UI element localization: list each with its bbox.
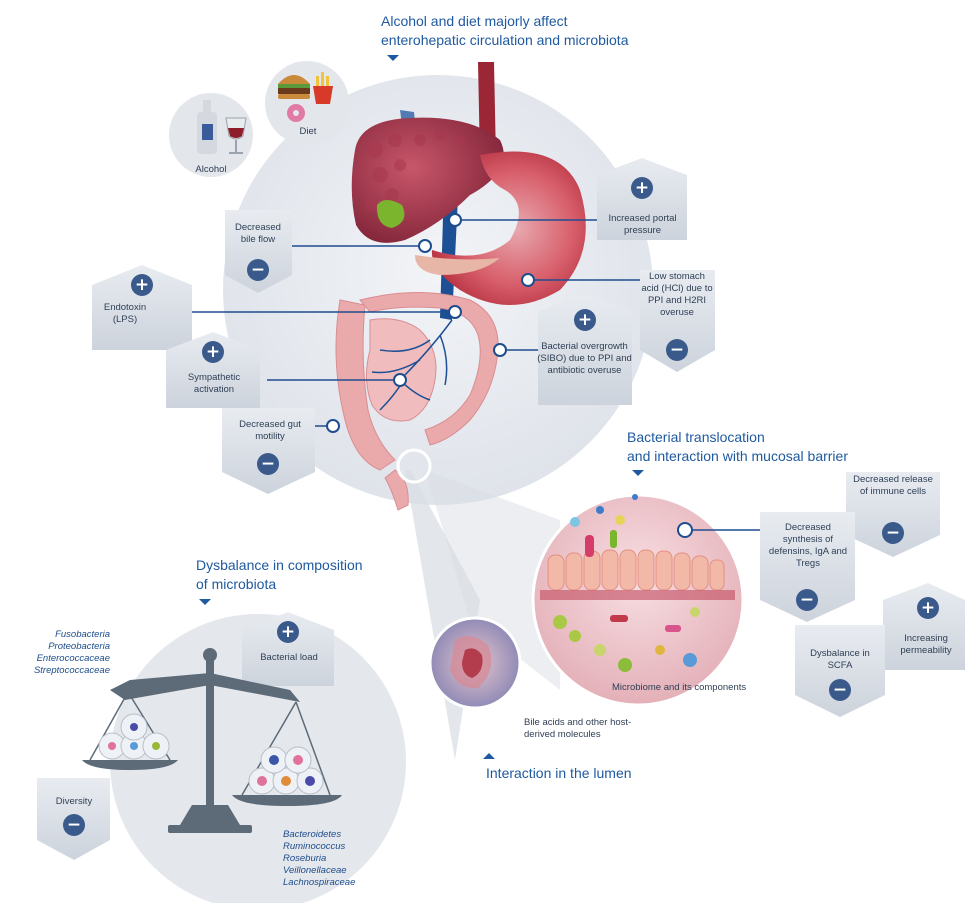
label-bacterial-load: Bacterial load bbox=[244, 652, 334, 664]
plus-sign-glyph: + bbox=[632, 178, 652, 198]
minus-sign-glyph: − bbox=[883, 523, 903, 543]
minus-sign-glyph: − bbox=[797, 590, 817, 610]
title-lumen: Interaction in the lumen bbox=[486, 764, 632, 782]
title-dysbalance-line1: Dysbalance in composition bbox=[196, 556, 363, 574]
minus-sign-glyph: − bbox=[667, 340, 687, 360]
donut-icon bbox=[287, 104, 305, 122]
label-decreased-synthesis: Decreased synthesis of defensins, IgA an… bbox=[768, 522, 848, 570]
label-endotoxin: Endotoxin (LPS) bbox=[100, 302, 150, 326]
label-low-stomach-acid: Low stomach acid (HCl) due to PPI and H2… bbox=[640, 271, 714, 319]
label-bile-acids: Bile acids and other host-derived molecu… bbox=[524, 717, 654, 741]
bacteria-name: Streptococcaceae bbox=[34, 665, 110, 677]
minus-sign-glyph: − bbox=[64, 815, 84, 835]
down-arrow-icon bbox=[632, 470, 644, 476]
bacteria-name: Veillonellaceae bbox=[283, 865, 355, 877]
bacteria-name: Enterococcaceae bbox=[34, 653, 110, 665]
title-alcohol-diet-line1: Alcohol and diet majorly affect bbox=[381, 12, 568, 30]
label-increasing-permeability: Increasing permeability bbox=[887, 633, 965, 657]
decreased-bacteria-list: Bacteroidetes Ruminococcus Roseburia Vei… bbox=[283, 829, 355, 889]
down-arrow-icon bbox=[199, 599, 211, 605]
bacteria-name: Fusobacteria bbox=[34, 629, 110, 641]
label-decreased-bile-flow: Decreased bile flow bbox=[228, 222, 288, 246]
plus-sign-glyph: + bbox=[575, 310, 595, 330]
minus-sign-glyph: − bbox=[248, 260, 268, 280]
villi bbox=[548, 550, 724, 590]
bacteria-name: Ruminococcus bbox=[283, 841, 355, 853]
alcohol-label: Alcohol bbox=[186, 164, 236, 176]
label-dysbalance-scfa: Dysbalance in SCFA bbox=[800, 648, 880, 672]
title-translocation-line2: and interaction with mucosal barrier bbox=[627, 447, 848, 465]
increased-bacteria-list: Fusobacteria Proteobacteria Enterococcac… bbox=[34, 629, 110, 677]
diet-label: Diet bbox=[283, 126, 333, 138]
title-translocation-line1: Bacterial translocation bbox=[627, 428, 765, 446]
label-increased-portal-pressure: Increased portal pressure bbox=[600, 213, 685, 237]
bacteria-name: Proteobacteria bbox=[34, 641, 110, 653]
label-diversity: Diversity bbox=[40, 796, 108, 808]
minus-sign-glyph: − bbox=[830, 680, 850, 700]
up-arrow-icon bbox=[483, 753, 495, 759]
label-decreased-gut-motility: Decreased gut motility bbox=[227, 419, 313, 443]
plus-sign-glyph: + bbox=[203, 342, 223, 362]
down-arrow-icon bbox=[387, 55, 399, 61]
label-decreased-release: Decreased release of immune cells bbox=[848, 474, 938, 498]
bacteria-name: Roseburia bbox=[283, 853, 355, 865]
title-dysbalance-line2: of microbiota bbox=[196, 575, 276, 593]
label-microbiome: Microbiome and its components bbox=[612, 682, 792, 694]
minus-sign-glyph: − bbox=[258, 454, 278, 474]
plus-sign-glyph: + bbox=[278, 622, 298, 642]
plus-sign-glyph: + bbox=[132, 275, 152, 295]
bacteria-name: Bacteroidetes bbox=[283, 829, 355, 841]
bacteria-name: Lachnospiraceae bbox=[283, 877, 355, 889]
label-sympathetic-activation: Sympathetic activation bbox=[168, 372, 260, 396]
title-alcohol-diet-line2: enterohepatic circulation and microbiota bbox=[381, 31, 628, 49]
label-bacterial-overgrowth: Bacterial overgrowth (SIBO) due to PPI a… bbox=[537, 341, 632, 377]
plus-sign-glyph: + bbox=[918, 598, 938, 618]
